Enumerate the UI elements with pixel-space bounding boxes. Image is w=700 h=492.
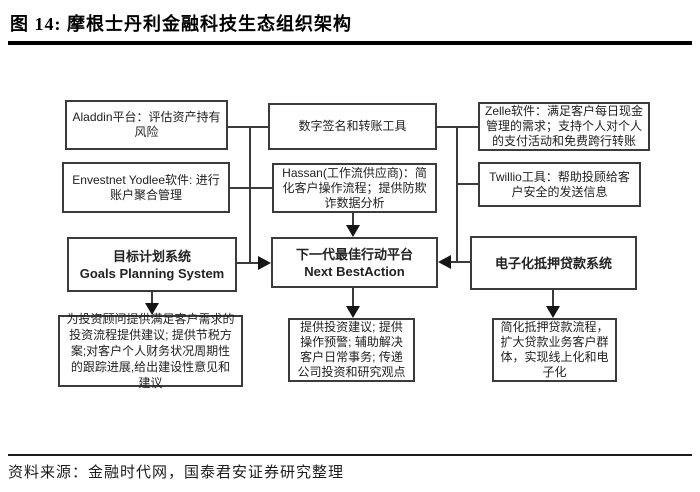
box-aladdin-platform: Aladdin平台：评估资产持有风险 [65, 100, 228, 150]
box-goals-planning-system: 目标计划系统 Goals Planning System [67, 237, 237, 292]
box-digital-signature-label: 数字签名和转账工具 [298, 119, 407, 133]
connector-goals-to-desc-line [151, 292, 153, 304]
mortgage-label: 电子化抵押贷款系统 [494, 255, 612, 271]
box-aladdin-label: Aladdin平台：评估资产持有风险 [72, 110, 221, 139]
box-envestnet-yodlee: Envestnet Yodlee软件: 进行账户聚合管理 [62, 162, 230, 213]
connector-aladdin-digital [228, 126, 268, 128]
connector-right-vertical [456, 126, 458, 263]
box-nba-description: 提供投资建议; 提供操作预警; 辅助解决客户日常事务; 传递公司投资和研究观点 [288, 318, 415, 382]
source-note: 资料来源：金融时代网，国泰君安证券研究整理 [8, 465, 345, 481]
arrow-down-into-goals-desc-icon [145, 303, 159, 315]
figure-title: 图 14: 摩根士丹利金融科技生态组织架构 [10, 14, 352, 34]
box-hassan-workflow: Hassan(工作流供应商)：简化客户操作流程；提供防欺诈数据分析 [272, 163, 437, 213]
box-hassan-label: Hassan(工作流供应商)：简化客户操作流程；提供防欺诈数据分析 [282, 165, 427, 210]
connector-mortgage-to-desc-line [552, 290, 554, 307]
box-zelle-label: Zelle软件：满足客户每日现金管理的需求；支持个人对个人的支付活动和免费跨行转… [485, 104, 644, 148]
connector-left-vertical [249, 126, 251, 264]
nba-description-label: 提供投资建议; 提供操作预警; 辅助解决客户日常事务; 传递公司投资和研究观点 [297, 320, 406, 379]
connector-hassan-to-nba-line [352, 213, 354, 227]
box-twillio-tool: Twillio工具：帮助投顾给客户安全的发送信息 [478, 162, 641, 207]
footer-divider [8, 454, 692, 456]
connector-mortgage-to-nba-line [451, 261, 470, 263]
connector-goals-to-nba-line [237, 262, 259, 264]
box-goals-description: 为投资顾问提供满足客户需求的投资流程提供建议; 提供节税方案;对客户个人财务状况… [58, 312, 243, 390]
box-next-best-action: 下一代最佳行动平台 Next BestAction [271, 237, 438, 288]
box-twillio-label: Twillio工具：帮助投顾给客户安全的发送信息 [489, 169, 630, 199]
nba-label-en: Next BestAction [304, 263, 405, 279]
box-digital-signature-tools: 数字签名和转账工具 [268, 103, 437, 150]
title-underline [8, 41, 692, 45]
arrow-down-into-mortgage-desc-icon [546, 306, 560, 318]
arrow-down-into-nba-desc-icon [346, 306, 360, 318]
box-electronic-mortgage-system: 电子化抵押贷款系统 [470, 236, 637, 290]
box-mortgage-description: 简化抵押贷款流程，扩大贷款业务客户群体，实现线上化和电子化 [492, 318, 617, 382]
box-zelle-software: Zelle软件：满足客户每日现金管理的需求；支持个人对个人的支付活动和免费跨行转… [478, 102, 650, 151]
goals-description-label: 为投资顾问提供满足客户需求的投资流程提供建议; 提供节税方案;对客户个人财务状况… [66, 312, 235, 390]
mortgage-description-label: 简化抵押贷款流程，扩大贷款业务客户群体，实现线上化和电子化 [500, 320, 609, 379]
nba-label-cn: 下一代最佳行动平台 [295, 246, 413, 262]
arrow-down-into-nba-icon [346, 225, 360, 237]
goals-label-cn: 目标计划系统 [112, 248, 191, 264]
arrow-left-into-nba-icon [438, 255, 451, 269]
connector-envestnet-hassan [230, 187, 272, 189]
goals-label-en: Goals Planning System [79, 265, 225, 281]
arrow-right-into-nba-icon [258, 256, 271, 270]
connector-nba-to-desc-line [352, 288, 354, 307]
connector-vertical-twillio [456, 183, 478, 185]
box-envestnet-label: Envestnet Yodlee软件: 进行账户聚合管理 [72, 172, 220, 202]
